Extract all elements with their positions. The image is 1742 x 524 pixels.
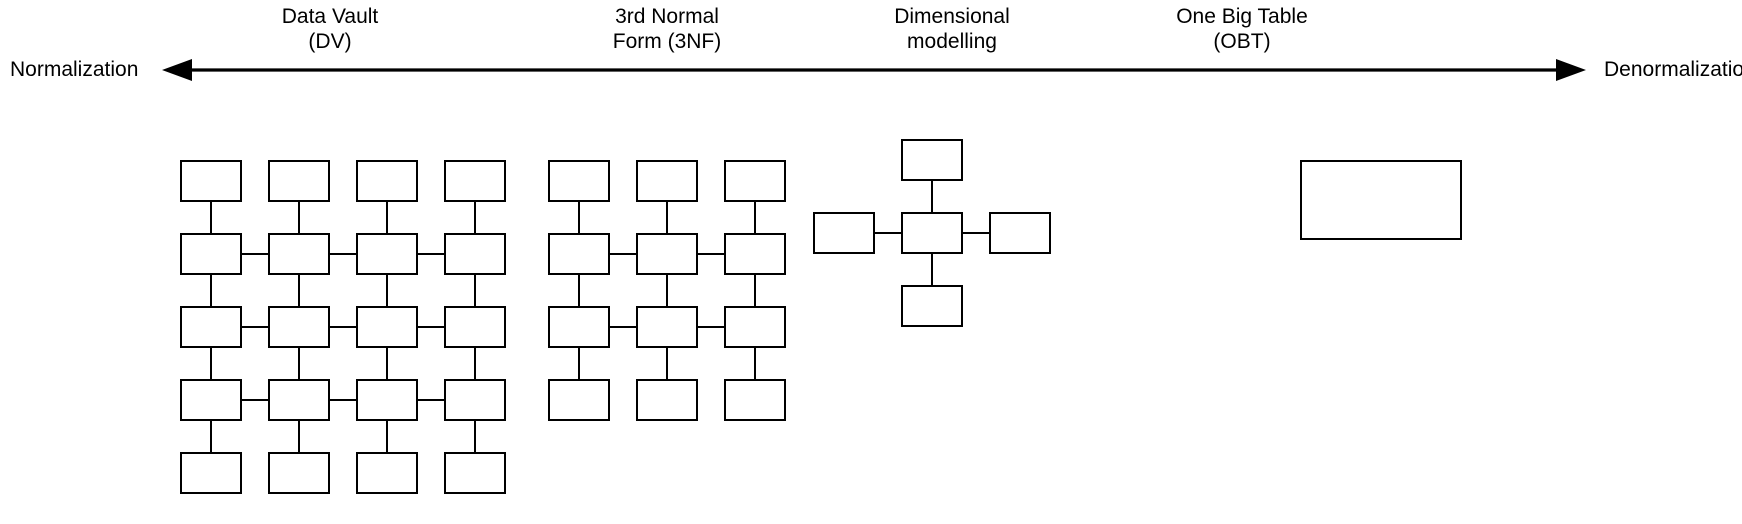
connector-vertical — [297, 275, 301, 306]
connector-vertical — [665, 202, 669, 233]
connector-vertical — [665, 275, 669, 306]
connector-vertical — [577, 275, 581, 306]
connector-vertical — [930, 181, 934, 212]
connector-horizontal — [963, 231, 989, 235]
column-header-line-1: Dimensional — [894, 5, 1010, 28]
connector-vertical — [297, 202, 301, 233]
dv-table-box — [356, 233, 418, 275]
dv-table-box — [268, 160, 330, 202]
column-header-line-2: (OBT) — [1213, 30, 1271, 53]
dv-table-box — [180, 233, 242, 275]
connector-vertical — [473, 275, 477, 306]
dv-table-box — [268, 306, 330, 348]
dimension-table-bottom-box — [901, 285, 963, 327]
connector-vertical — [753, 202, 757, 233]
dv-table-box — [268, 379, 330, 421]
connector-horizontal — [698, 252, 724, 256]
connector-vertical — [753, 348, 757, 379]
tnf-table-box — [724, 160, 786, 202]
connector-vertical — [385, 202, 389, 233]
connector-horizontal — [330, 252, 356, 256]
dv-table-box — [268, 233, 330, 275]
connector-horizontal — [330, 325, 356, 329]
tnf-table-box — [724, 233, 786, 275]
column-header-third-normal-form: 3rd Normal Form (3NF) — [537, 4, 797, 54]
column-header-line-1: 3rd Normal — [615, 5, 719, 28]
column-header-line-2: Form (3NF) — [612, 30, 722, 53]
tnf-table-box — [724, 379, 786, 421]
tnf-table-box — [724, 306, 786, 348]
dv-table-box — [180, 452, 242, 494]
connector-vertical — [209, 421, 213, 452]
column-header-line-2: (DV) — [308, 30, 352, 53]
normalization-label: Normalization — [10, 58, 139, 81]
column-header-line-1: Data Vault — [281, 5, 379, 28]
connector-horizontal — [610, 325, 636, 329]
column-header-data-vault: Data Vault (DV) — [200, 4, 460, 54]
connector-vertical — [577, 348, 581, 379]
connector-vertical — [665, 348, 669, 379]
dv-table-box — [356, 160, 418, 202]
tnf-table-box — [548, 233, 610, 275]
dv-table-box — [180, 160, 242, 202]
column-header-line-1: One Big Table — [1176, 5, 1308, 28]
connector-horizontal — [698, 325, 724, 329]
connector-vertical — [209, 348, 213, 379]
connector-horizontal — [242, 325, 268, 329]
one-big-table-box — [1300, 160, 1462, 240]
connector-vertical — [473, 348, 477, 379]
tnf-table-box — [636, 160, 698, 202]
dv-table-box — [180, 379, 242, 421]
connector-horizontal — [242, 252, 268, 256]
dv-table-box — [180, 306, 242, 348]
tnf-table-box — [636, 379, 698, 421]
connector-vertical — [385, 421, 389, 452]
column-header-dimensional-modelling: Dimensional modelling — [822, 4, 1082, 54]
connector-vertical — [297, 421, 301, 452]
connector-horizontal — [610, 252, 636, 256]
tnf-table-box — [548, 379, 610, 421]
connector-horizontal — [418, 325, 444, 329]
connector-horizontal — [242, 398, 268, 402]
tnf-table-box — [548, 160, 610, 202]
connector-vertical — [385, 348, 389, 379]
dv-table-box — [444, 306, 506, 348]
connector-vertical — [473, 421, 477, 452]
connector-vertical — [930, 254, 934, 285]
connector-vertical — [209, 202, 213, 233]
connector-horizontal — [418, 398, 444, 402]
connector-horizontal — [330, 398, 356, 402]
column-header-line-2: modelling — [907, 30, 997, 53]
dimension-table-top-box — [901, 139, 963, 181]
dv-table-box — [444, 452, 506, 494]
connector-vertical — [753, 275, 757, 306]
dv-table-box — [444, 379, 506, 421]
dv-table-box — [268, 452, 330, 494]
tnf-table-box — [548, 306, 610, 348]
connector-vertical — [385, 275, 389, 306]
column-header-one-big-table: One Big Table (OBT) — [1112, 4, 1372, 54]
tnf-table-box — [636, 306, 698, 348]
dv-table-box — [356, 379, 418, 421]
denormalization-label: Denormalization — [1604, 58, 1742, 81]
connector-vertical — [473, 202, 477, 233]
dv-table-box — [444, 160, 506, 202]
normalization-spectrum-arrow-icon — [162, 59, 1586, 81]
connector-vertical — [297, 348, 301, 379]
dv-table-box — [356, 306, 418, 348]
connector-horizontal — [418, 252, 444, 256]
dimension-table-left-box — [813, 212, 875, 254]
connector-horizontal — [875, 231, 901, 235]
dv-table-box — [444, 233, 506, 275]
dimension-table-right-box — [989, 212, 1051, 254]
connector-vertical — [209, 275, 213, 306]
dv-table-box — [356, 452, 418, 494]
tnf-table-box — [636, 233, 698, 275]
connector-vertical — [577, 202, 581, 233]
fact-table-box — [901, 212, 963, 254]
